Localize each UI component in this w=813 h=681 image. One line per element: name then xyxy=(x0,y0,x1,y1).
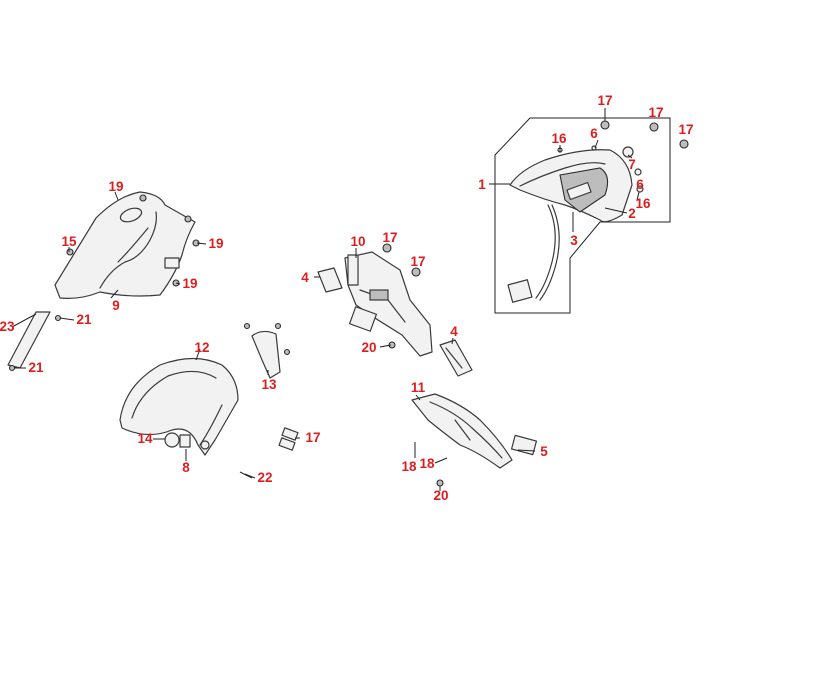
callout-c14: 14 xyxy=(137,431,153,446)
callout-c18a: 18 xyxy=(401,459,417,474)
tail-light-assembly xyxy=(494,117,671,314)
callout-c17a: 17 xyxy=(597,93,612,108)
callout-c3: 3 xyxy=(570,233,578,248)
callout-c17c: 17 xyxy=(678,122,693,137)
callout-c19a: 19 xyxy=(108,179,123,194)
callout-c7: 7 xyxy=(628,157,636,172)
reflectors xyxy=(317,267,473,377)
callout-c4a: 4 xyxy=(301,270,309,285)
tail-light-wire xyxy=(535,204,556,299)
callout-c17b: 17 xyxy=(648,105,663,120)
license-plate-bracket xyxy=(344,251,433,357)
callout-c15: 15 xyxy=(61,234,77,249)
callout-c10: 10 xyxy=(350,234,365,249)
tail-light-connector xyxy=(507,279,533,303)
callout-c16b: 16 xyxy=(635,196,651,211)
callout-c17f: 17 xyxy=(305,430,320,445)
callout-c9: 9 xyxy=(112,298,120,313)
fender-screws xyxy=(66,239,200,287)
callout-c19b: 19 xyxy=(208,236,223,251)
callout-c6a: 6 xyxy=(590,126,598,141)
bracket-nuts xyxy=(382,243,421,349)
callout-labels: 1234456678910111213141516161717171717171… xyxy=(0,93,694,503)
callout-c20b: 20 xyxy=(433,488,448,503)
callout-c18b: 18 xyxy=(419,456,435,471)
inner-fender-panel xyxy=(54,191,196,299)
callout-c2: 2 xyxy=(628,206,636,221)
callout-c8: 8 xyxy=(182,460,190,475)
front-fender xyxy=(119,357,239,456)
callout-c1: 1 xyxy=(478,177,486,192)
callout-c17d: 17 xyxy=(382,230,397,245)
callout-c23: 23 xyxy=(0,319,15,334)
tail-light-group-frame xyxy=(494,117,671,314)
callout-c17e: 17 xyxy=(410,254,425,269)
callout-c13: 13 xyxy=(261,377,277,392)
callout-c4b: 4 xyxy=(450,324,458,339)
rear-mudguard xyxy=(411,393,538,487)
fender-hardware xyxy=(164,427,299,479)
callout-c21b: 21 xyxy=(28,360,44,375)
callout-c12: 12 xyxy=(194,340,209,355)
callout-c19c: 19 xyxy=(182,276,197,291)
fender-bracket xyxy=(243,322,291,379)
callout-c11: 11 xyxy=(411,380,426,395)
callout-c21a: 21 xyxy=(76,312,92,327)
bulb-socket xyxy=(622,146,634,158)
fasteners-top-right xyxy=(600,120,689,149)
callout-c6b: 6 xyxy=(636,177,644,192)
callout-c20a: 20 xyxy=(361,340,376,355)
leader-lines xyxy=(11,108,640,491)
callout-c5: 5 xyxy=(540,444,548,459)
callout-c16a: 16 xyxy=(551,131,567,146)
callout-c22: 22 xyxy=(257,470,272,485)
